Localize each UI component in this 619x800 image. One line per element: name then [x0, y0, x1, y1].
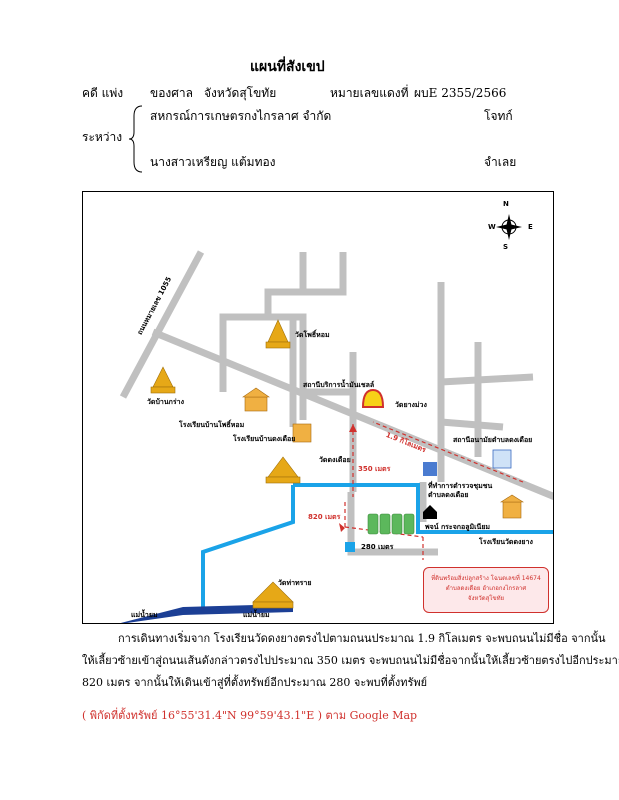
description-line-3: 820 เมตร จากนั้นให้เดินเข้าสู่ที่ตั้งทรั…	[82, 676, 428, 689]
distance-820m-label: 820 เมตร	[308, 513, 341, 521]
property-note-line: ที่ดินพร้อมสิ่งปลูกสร้าง โฉนดเลขที่ 1467…	[431, 575, 541, 582]
defendant-role: จำเลย	[484, 155, 517, 169]
description-line-2: ให้เลี้ยวซ้ายเข้าสู่ถนนเส้นดังกล่าวตรงไป…	[82, 654, 619, 667]
compass-e: E	[528, 223, 533, 231]
red-case-number: ผบE 2355/2566	[414, 86, 507, 100]
compass-n: N	[503, 200, 509, 208]
building-icon	[423, 449, 512, 519]
river-label: แม่น้ำยม	[131, 611, 158, 619]
between-label: ระหว่าง	[82, 130, 123, 144]
wat-dong-duea-label: วัดดงเดือย	[319, 456, 351, 464]
gas-station-label: สถานีบริการน้ำมันเชลล์	[303, 381, 375, 389]
health-station-label: สถานีอนามัยตำบลดงเดือย	[453, 436, 533, 444]
red-case-number-label: หมายเลขแดงที่	[330, 86, 409, 100]
school-icon	[242, 387, 525, 519]
property-note: ที่ดินพร้อมสิ่งปลูกสร้าง โฉนดเลขที่ 1467…	[423, 567, 549, 613]
defendant-name: นางสาวเหรียญ แต้มทอง	[150, 155, 276, 169]
wat-tha-sai-label: วัดท่าทราย	[278, 579, 312, 587]
shell-logo-icon	[361, 388, 385, 408]
river-label: แม่น้ำยม	[243, 611, 270, 619]
canal	[201, 483, 553, 607]
case-type-label: คดี แพ่ง	[82, 86, 124, 100]
road-network	[119, 250, 553, 556]
compass-w: W	[488, 223, 496, 231]
school-ban-dong-duea-label: โรงเรียนบ้านดงเดือย	[233, 435, 296, 443]
wat-pho-hom-label: วัดโพธิ์หอม	[295, 331, 330, 339]
school-ban-pho-hom-label: โรงเรียนบ้านโพธิ์หอม	[179, 421, 245, 429]
map-drawing	[119, 214, 553, 623]
plaintiff-role: โจทก์	[484, 109, 513, 123]
distance-280m-label: 280 เมตร	[361, 543, 394, 551]
compass-s: S	[503, 243, 509, 251]
page-title: แผนที่สังเขป	[250, 59, 325, 75]
gps-coordinates: ( พิกัดที่ตั้งทรัพย์ 16°55'31.4"N 99°59'…	[82, 709, 418, 722]
plaintiff-name: สหกรณ์การเกษตรกงไกรลาศ จำกัด	[150, 109, 332, 123]
temple-icon	[150, 319, 301, 609]
compass-icon	[496, 214, 522, 240]
start-marker-icon	[345, 542, 355, 552]
distance-350m-label: 350 เมตร	[358, 465, 391, 473]
school-wat-dong-yang-label: โรงเรียนวัดดงยาง	[479, 538, 533, 546]
brace-icon	[128, 105, 143, 173]
wat-ban-krang-label: วัดบ้านกร่าง	[147, 398, 184, 406]
river	[120, 604, 293, 623]
property-plot	[367, 513, 415, 535]
court-name: จังหวัดสุโขทัย	[204, 86, 277, 100]
shop-label: พจน์ กระจกอลูมิเนียม	[425, 523, 491, 531]
route-arrow-icon	[349, 424, 357, 432]
property-note-line: ตำบลดงเดือย อำเภอกงไกรลาศ	[445, 585, 527, 592]
court-label: ของศาล	[150, 86, 193, 100]
property-note-line: จังหวัดสุโขทัย	[467, 595, 505, 602]
route-arrow-icon	[339, 523, 345, 532]
wat-yang-muang-label: วัดยางม่วง	[395, 401, 427, 409]
sketch-map: N S W E ถนนหมายเลข 1055 วัดโพธิ์หอม วัดบ…	[82, 191, 554, 624]
route	[344, 421, 524, 560]
description-line-1: การเดินทางเริ่มจาก โรงเรียนวัดดงยางตรงไป…	[118, 632, 606, 645]
community-police-label: ที่ทำการตำรวจชุมชน ตำบลดงเดือย	[428, 482, 493, 499]
